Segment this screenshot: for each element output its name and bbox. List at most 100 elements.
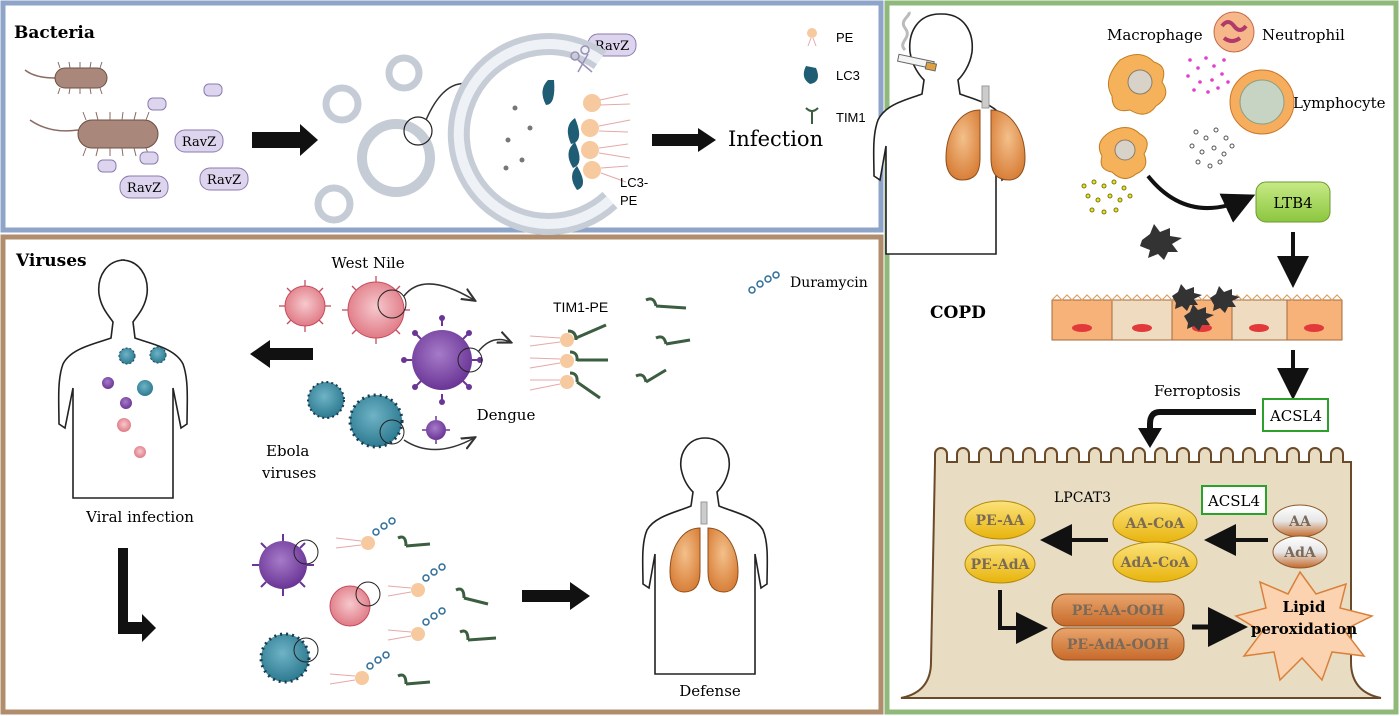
lpcat3-label: LPCAT3 — [1054, 490, 1111, 506]
ferroptosis-label: Ferroptosis — [1154, 382, 1241, 400]
ada-node: AdA — [1272, 535, 1328, 569]
macrophage-cell-icon — [1107, 54, 1167, 115]
copd-title: COPD — [930, 303, 986, 323]
legend-lc3: LC3 — [803, 66, 860, 84]
ebola-label-line2: viruses — [261, 464, 316, 482]
ravz-particles — [97, 83, 223, 173]
lipid-peroxidation-burst: Lipid peroxidation — [1234, 570, 1375, 682]
blocked-west-nile-virus — [329, 581, 381, 627]
ferroptosis-arrow — [1147, 409, 1256, 432]
lc3-protein-icon — [803, 66, 818, 84]
yellow-particles — [1081, 179, 1133, 215]
ravz-label-3: RavZ — [199, 167, 249, 191]
tim1pe-complex — [529, 323, 608, 400]
svg-text:Lipid: Lipid — [1283, 598, 1326, 616]
grey-particles — [1189, 127, 1235, 169]
lymphocyte-label: Lymphocyte — [1293, 94, 1386, 112]
bacterium-icon-small — [24, 61, 108, 95]
cigarette-icon — [896, 11, 938, 72]
svg-text:AdA-CoA: AdA-CoA — [1120, 555, 1191, 571]
lungs-defense-icon — [669, 501, 739, 593]
duramycin-icon — [748, 271, 780, 294]
west-nile-virus-large — [342, 276, 474, 344]
pink-particles — [1186, 56, 1230, 94]
svg-text:RavZ: RavZ — [207, 173, 241, 188]
viruses-in-body — [102, 346, 167, 458]
infection-label: Infection — [728, 127, 823, 151]
svg-text:ACSL4: ACSL4 — [1207, 492, 1260, 510]
svg-text:PE: PE — [836, 30, 854, 45]
bacterium-icon-large — [29, 111, 159, 157]
arrow-pe-to-ooh — [998, 590, 1048, 644]
svg-text:AA: AA — [1288, 514, 1312, 530]
neutrophil-cell-icon — [1213, 11, 1255, 53]
lymphocyte-cell-icon — [1229, 69, 1295, 135]
tim1-receptor-icon — [805, 107, 819, 124]
ebola-label-line1: Ebola — [266, 442, 309, 460]
legend-pe: PE — [807, 28, 854, 47]
lc3pe-label-line2: PE — [620, 193, 638, 208]
svg-text:LC3: LC3 — [836, 68, 860, 83]
bacteria-arrow-1 — [252, 124, 318, 156]
dengue-label: Dengue — [477, 406, 536, 424]
pe-lipid-icon — [807, 28, 817, 38]
svg-text:PE-AdA-OOH: PE-AdA-OOH — [1067, 637, 1169, 653]
viruses-arrow-defense — [522, 582, 590, 610]
bacteria-arrow-2 — [652, 128, 716, 152]
curved-arrow-to-ltb4 — [1146, 174, 1256, 223]
pe-aa-node: PE-AA — [964, 500, 1036, 540]
west-nile-virus-small — [279, 280, 331, 332]
ebola-virus-large — [348, 393, 474, 451]
svg-text:RavZ: RavZ — [182, 135, 216, 150]
macrophage-label: Macrophage — [1107, 26, 1203, 44]
neutrophil-label: Neutrophil — [1262, 26, 1345, 44]
duramycin-label: Duramycin — [790, 275, 868, 291]
pe-ada-ooh-node: PE-AdA-OOH — [1051, 627, 1185, 661]
damage-star-icon — [1140, 224, 1182, 260]
macrophage-cell-icon-2 — [1098, 127, 1148, 179]
svg-text:TIM1: TIM1 — [836, 110, 866, 125]
viral-infection-label: Viral infection — [85, 508, 194, 526]
blocked-ebola-virus — [259, 632, 319, 684]
pe-ada-node: PE-AdA — [964, 544, 1036, 584]
viruses-title: Viruses — [15, 251, 87, 271]
aa-node: AA — [1272, 504, 1328, 538]
svg-text:ACSL4: ACSL4 — [1269, 407, 1322, 425]
svg-text:AdA: AdA — [1283, 545, 1317, 561]
ebola-virus-small — [307, 381, 345, 419]
svg-text:AA-CoA: AA-CoA — [1125, 516, 1186, 532]
ravz-label-2: RavZ — [119, 175, 169, 199]
svg-text:LTB4: LTB4 — [1273, 194, 1312, 212]
dengue-virus-large — [401, 315, 510, 405]
ltb4-box: LTB4 — [1255, 181, 1331, 223]
bacteria-title: Bacteria — [14, 23, 95, 43]
svg-text:PE-AA-OOH: PE-AA-OOH — [1072, 603, 1164, 619]
ferroptosis-arrowhead — [1138, 428, 1162, 448]
human-body-defense — [641, 437, 769, 675]
dengue-virus-small — [422, 416, 450, 444]
legend-tim1: TIM1 — [805, 107, 866, 125]
viruses-elbow-arrow — [118, 548, 156, 642]
tim1pe-label: TIM1-PE — [553, 299, 608, 315]
human-body-smoker — [872, 13, 1010, 255]
ravz-label-1: RavZ — [174, 129, 224, 153]
duramycin-pe-complexes — [329, 517, 497, 686]
pe-aa-ooh-node: PE-AA-OOH — [1051, 593, 1185, 627]
blocked-dengue-virus — [252, 534, 319, 596]
vesicles — [314, 54, 423, 224]
svg-text:PE-AA: PE-AA — [976, 513, 1026, 529]
phagophore-membrane — [447, 33, 631, 235]
epithelial-layer — [1051, 284, 1343, 341]
svg-text:peroxidation: peroxidation — [1251, 620, 1357, 638]
ada-coa-node: AdA-CoA — [1112, 541, 1198, 583]
lungs-smoker-icon — [945, 85, 1026, 181]
acsl4-box-cell: ACSL4 — [1201, 485, 1267, 515]
free-tim1-receptors — [635, 297, 691, 384]
west-nile-label: West Nile — [331, 254, 404, 272]
svg-text:RavZ: RavZ — [127, 181, 161, 196]
aa-coa-node: AA-CoA — [1112, 502, 1198, 544]
viruses-arrow-left — [250, 340, 313, 368]
lc3pe-label-line1: LC3- — [620, 175, 648, 190]
human-body-infected — [57, 259, 189, 499]
